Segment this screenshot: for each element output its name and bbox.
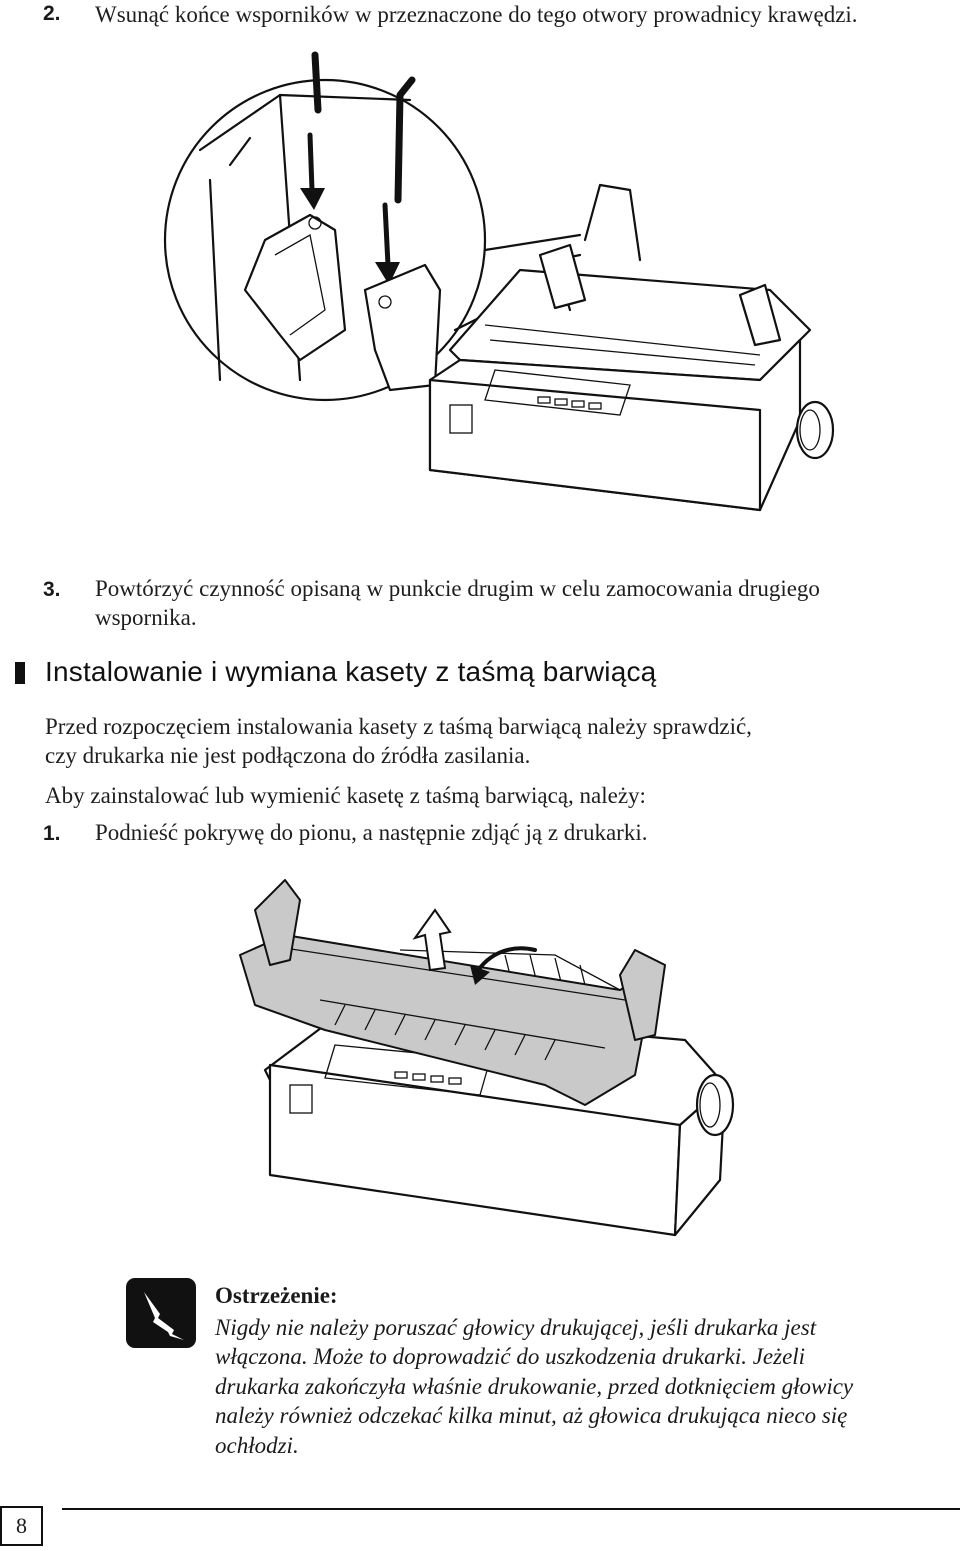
illustration-paper-support-insertion <box>163 51 835 512</box>
intro-text-line-2: czy drukarka nie jest podłączona do źród… <box>45 743 531 768</box>
warning-title: Ostrzeżenie: <box>215 1283 338 1308</box>
step-1-text: Podnieść pokrywę do pionu, a następnie z… <box>95 820 648 845</box>
warning-line-2: włączona. Może to doprowadzić do uszkodz… <box>215 1344 806 1369</box>
warning-line-3: drukarka zakończyła właśnie drukowanie, … <box>215 1374 854 1399</box>
warning-line-1: Nigdy nie należy poruszać głowicy drukuj… <box>215 1315 817 1340</box>
page-number: 8 <box>16 1513 27 1538</box>
step-2-text: Wsunąć końce wsporników w przeznaczone d… <box>95 2 858 27</box>
step-2-number: 2. <box>43 2 61 25</box>
step-1-number: 1. <box>43 822 61 845</box>
illustration-printer-cover-removal <box>239 879 735 1237</box>
intro-text-line-1: Przed rozpoczęciem instalowania kasety z… <box>45 714 752 739</box>
warning-line-4: należy również odczekać kilka minut, aż … <box>215 1403 848 1428</box>
section-marker <box>15 662 25 684</box>
warning-line-5: ochłodzi. <box>215 1433 299 1458</box>
step-3-text: Powtórzyć czynność opisaną w punkcie dru… <box>95 576 820 601</box>
page-number-box: 8 <box>0 1506 43 1546</box>
step-3-text-continued: wspornika. <box>95 605 197 630</box>
high-voltage-warning-icon <box>126 1278 196 1348</box>
section-heading: Instalowanie i wymiana kasety z taśmą ba… <box>45 656 657 687</box>
footer-rule <box>62 1508 960 1510</box>
lead-text: Aby zainstalować lub wymienić kasetę z t… <box>45 783 646 808</box>
step-3-number: 3. <box>43 578 61 601</box>
